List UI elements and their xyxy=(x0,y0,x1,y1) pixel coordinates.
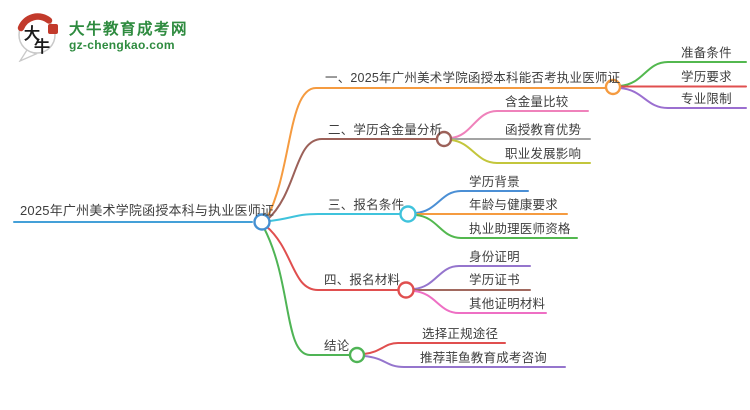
branch-3-node-dot[interactable] xyxy=(399,205,417,223)
site-url[interactable]: gz-chengkao.com xyxy=(69,38,175,52)
root-node-dot[interactable] xyxy=(253,213,271,231)
branch-2-topic[interactable]: 二、学历含金量分析 xyxy=(328,123,443,137)
branch-2-connector xyxy=(266,138,438,221)
red-arc xyxy=(17,13,53,32)
red-seal-icon xyxy=(48,24,58,34)
branch-5-child-1-topic[interactable]: 选择正规途径 xyxy=(422,327,499,341)
branch-3-child-1-topic[interactable]: 学历背景 xyxy=(469,175,520,189)
branch-5-child-2-connector xyxy=(363,355,566,368)
branch-4-node-dot[interactable] xyxy=(397,281,415,299)
icon-char-niu: 牛 xyxy=(34,37,50,56)
branch-3-child-3-topic[interactable]: 执业助理医师资格 xyxy=(469,222,571,236)
branch-1-child-3-connector xyxy=(619,87,747,109)
branch-2-child-1-connector xyxy=(450,110,589,139)
branch-1-child-2-topic[interactable]: 学历要求 xyxy=(681,70,732,84)
branch-4-child-3-connector xyxy=(413,290,547,314)
branch-3-child-3-connector xyxy=(415,214,578,239)
branch-5-connector xyxy=(263,227,351,356)
branch-4-topic[interactable]: 四、报名材料 xyxy=(324,273,401,287)
branch-1-node-dot[interactable] xyxy=(604,78,622,96)
branch-2-node-dot[interactable] xyxy=(435,130,453,148)
branch-5-topic[interactable]: 结论 xyxy=(324,339,350,353)
icon-char-da: 大 xyxy=(24,24,40,43)
branch-1-child-1-connector xyxy=(619,61,747,87)
daniu-bubble-icon: 大 牛 xyxy=(17,13,58,62)
site-name: 大牛教育成考网 xyxy=(69,21,189,39)
branch-4-child-1-topic[interactable]: 身份证明 xyxy=(469,250,520,264)
branch-2-child-3-topic[interactable]: 职业发展影响 xyxy=(505,147,582,161)
branch-4-child-1-connector xyxy=(413,265,531,290)
branch-2-child-1-topic[interactable]: 含金量比较 xyxy=(505,95,569,109)
branch-3-topic[interactable]: 三、报名条件 xyxy=(328,198,405,212)
branch-1-child-3-topic[interactable]: 专业限制 xyxy=(681,92,732,106)
branch-3-child-1-connector xyxy=(415,190,529,214)
branch-5-child-1-connector xyxy=(363,342,506,355)
root-topic[interactable]: 2025年广州美术学院函授本科与执业医师证 xyxy=(20,203,275,218)
branch-1-connector xyxy=(266,87,607,219)
branch-2-child-2-topic[interactable]: 函授教育优势 xyxy=(505,123,582,137)
branch-1-child-1-topic[interactable]: 准备条件 xyxy=(681,46,732,60)
logo-text-block: 大牛教育成考网 gz-chengkao.com xyxy=(69,21,188,53)
branch-4-child-3-topic[interactable]: 其他证明材料 xyxy=(469,297,546,311)
branch-1-topic[interactable]: 一、2025年广州美术学院函授本科能否考执业医师证 xyxy=(325,71,621,85)
branch-3-child-2-topic[interactable]: 年龄与健康要求 xyxy=(469,198,558,212)
branch-4-child-2-topic[interactable]: 学历证书 xyxy=(469,273,520,287)
branch-4-connector xyxy=(265,225,399,291)
branch-5-node-dot[interactable] xyxy=(348,346,366,364)
branch-5-child-2-topic[interactable]: 推荐菲鱼教育成考咨询 xyxy=(420,351,548,365)
branch-3-connector xyxy=(269,213,401,222)
branch-2-child-3-connector xyxy=(450,139,591,164)
site-logo[interactable]: 大 牛 大牛教育成考网 gz-chengkao.com xyxy=(16,12,188,62)
